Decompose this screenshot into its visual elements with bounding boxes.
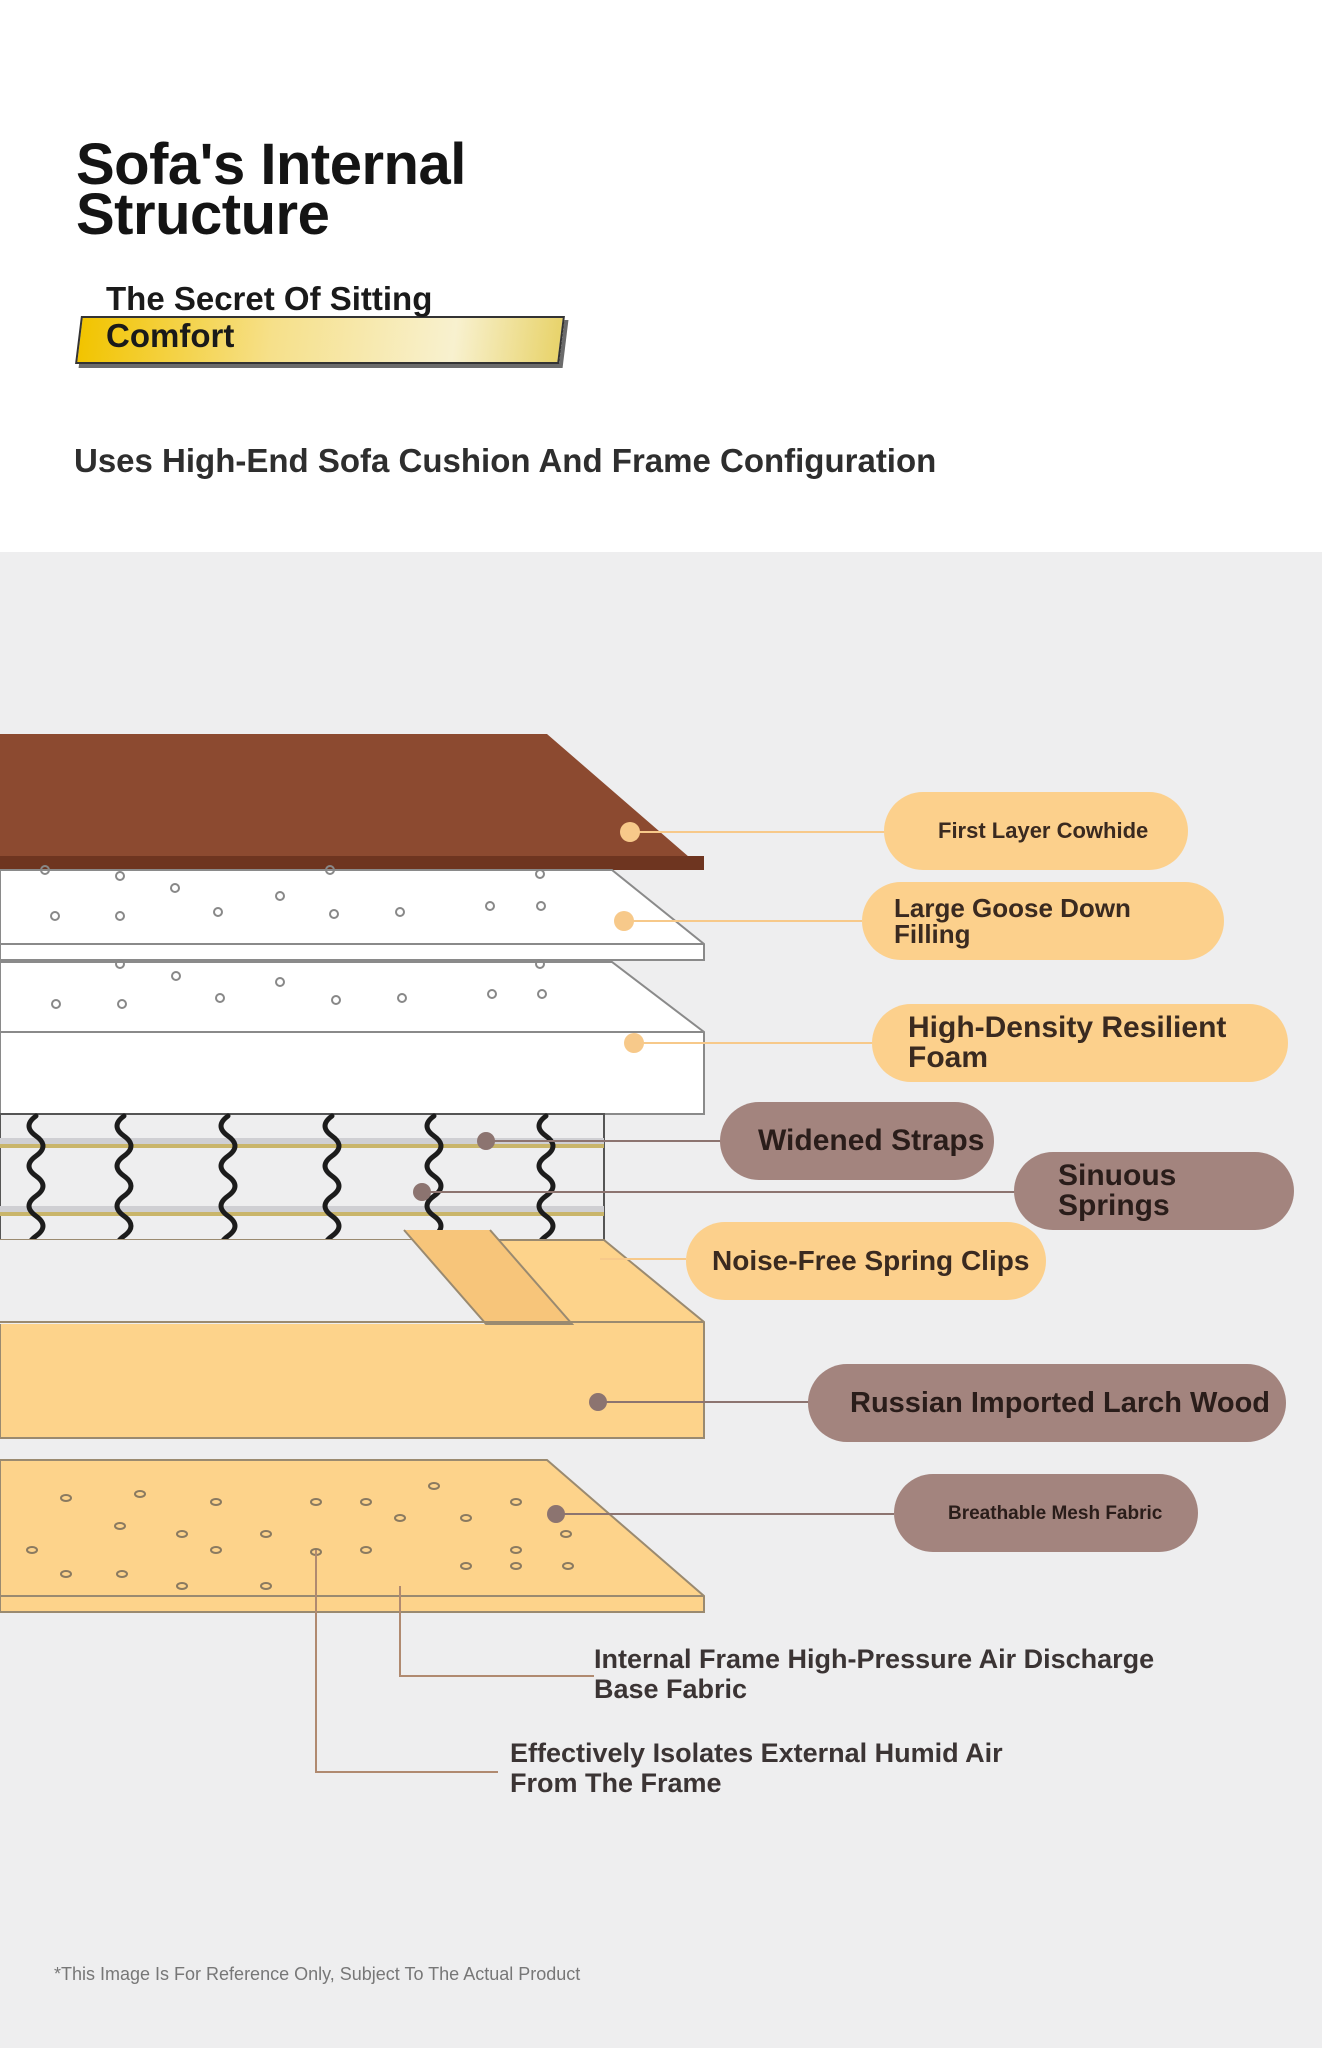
note-isolates: Effectively Isolates External Humid Air … bbox=[510, 1738, 1003, 1798]
foam-layer bbox=[0, 959, 705, 1115]
disclaimer-text: *This Image Is For Reference Only, Subje… bbox=[54, 1964, 581, 1984]
label-cowhide: First Layer Cowhide bbox=[884, 792, 1188, 870]
page-title: Sofa's Internal Structure bbox=[76, 132, 466, 247]
subtitle-text: The Secret Of Sitting Comfort bbox=[106, 280, 433, 354]
label-goose-down: Large Goose Down Filling bbox=[862, 882, 1224, 960]
label-straps: Widened Straps bbox=[720, 1102, 994, 1180]
larch-wood-frame bbox=[0, 1229, 705, 1439]
header-section: Sofa's Internal Structure The Secret Of … bbox=[0, 0, 1322, 552]
label-foam: High-Density Resilient Foam bbox=[872, 1004, 1288, 1082]
cowhide-layer bbox=[0, 734, 704, 870]
tagline: Uses High-End Sofa Cushion And Frame Con… bbox=[74, 442, 937, 479]
goose-down-layer bbox=[0, 865, 705, 961]
label-larch: Russian Imported Larch Wood bbox=[808, 1364, 1286, 1442]
leader-lines bbox=[315, 831, 1016, 1773]
label-springs: Sinuous Springs bbox=[1014, 1152, 1294, 1230]
label-mesh: Breathable Mesh Fabric bbox=[894, 1474, 1198, 1552]
note-air-discharge: Internal Frame High-Pressure Air Dischar… bbox=[594, 1644, 1155, 1704]
structure-diagram: First Layer Cowhide Large Goose Down Fil… bbox=[0, 552, 1322, 2048]
label-clips: Noise-Free Spring Clips bbox=[686, 1222, 1046, 1300]
subtitle-banner: The Secret Of Sitting Comfort bbox=[75, 280, 566, 372]
mesh-fabric-layer bbox=[0, 1459, 705, 1613]
layers-illustration bbox=[0, 734, 1016, 1773]
anchor-dots bbox=[413, 822, 644, 1523]
